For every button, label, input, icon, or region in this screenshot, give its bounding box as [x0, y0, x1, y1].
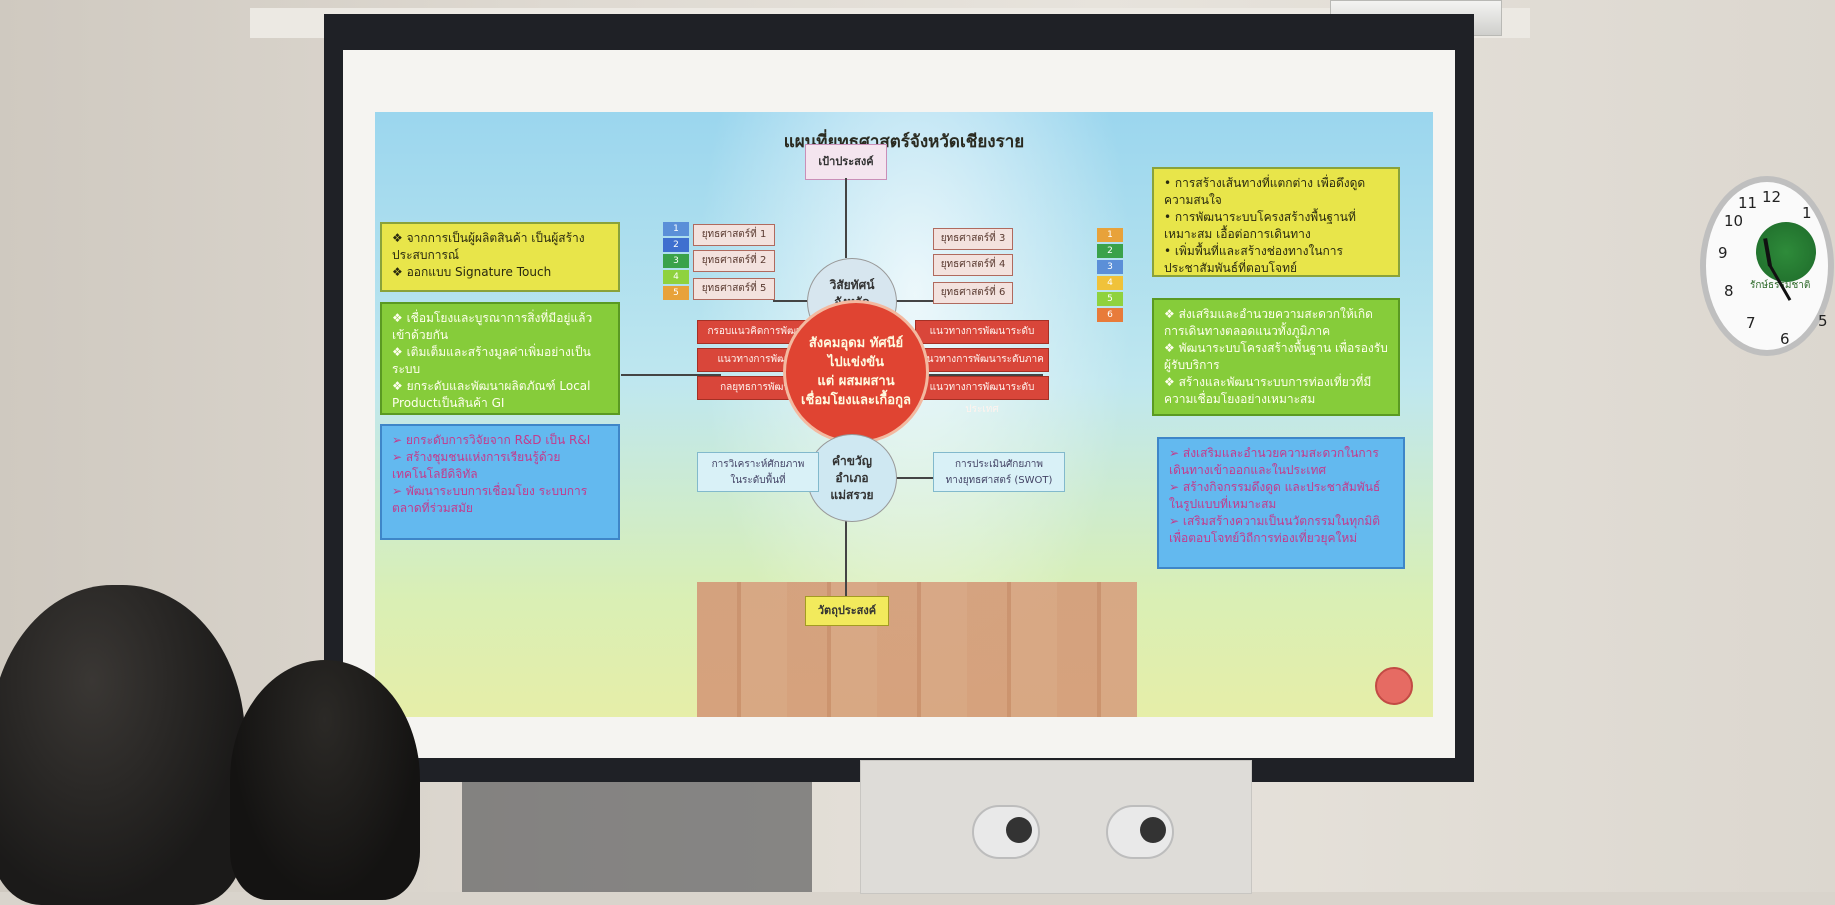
- bullet-text: ❖ จากการเป็นผู้ผลิตสินค้า เป็นผู้สร้างปร…: [392, 231, 585, 262]
- connector-line: [621, 374, 721, 376]
- number-tab: 6: [1097, 308, 1123, 322]
- clock-number: 6: [1780, 330, 1790, 348]
- bullet-text: ❖ ส่งเสริมและอำนวยความสะดวกให้เกิดการเดิ…: [1164, 307, 1373, 338]
- camera-lens: [1006, 817, 1032, 843]
- bullet-text: ➢ ยกระดับการวิจัยจาก R&D เป็น R&I: [392, 433, 591, 447]
- bullet-text: ➢ สร้างชุมชนแห่งการเรียนรู้ด้วยเทคโนโลยี…: [392, 450, 561, 481]
- connector-line: [773, 300, 807, 302]
- wall-clock: 12 1 5 6 7 8 9 10 11 รักษ์ธรรมชาติ: [1700, 176, 1834, 356]
- left-box-research: ➢ ยกระดับการวิจัยจาก R&D เป็น R&I ➢ สร้า…: [380, 424, 620, 540]
- number-tab: 5: [663, 286, 689, 300]
- number-tab: 3: [663, 254, 689, 268]
- bullet-text: ❖ เติมเต็มและสร้างมูลค่าเพิ่มอย่างเป็นระ…: [392, 345, 591, 376]
- clock-number: 12: [1762, 188, 1782, 206]
- connector-line: [845, 520, 847, 596]
- objective-label: วัตถุประสงค์: [805, 596, 889, 626]
- bullet-text: ❖ เชื่อมโยงและบูรณาการสิ่งที่มีอยู่แล้วเ…: [392, 311, 593, 342]
- number-tab: 4: [663, 270, 689, 284]
- number-tab: 4: [1097, 276, 1123, 290]
- camera-housing: [860, 760, 1252, 894]
- bullet-text: • เพิ่มพื้นที่และสร้างช่องทางในการประชาส…: [1164, 244, 1343, 275]
- clock-number: 1: [1802, 204, 1812, 222]
- motto-text: คำขวัญ อำเภอ แม่สรวย: [830, 453, 874, 502]
- camera-right: [1106, 805, 1174, 859]
- connector-line: [923, 374, 1043, 376]
- bullet-text: ➢ สร้างกิจกรรมดึงดูด และประชาสัมพันธ์ในร…: [1169, 480, 1381, 511]
- connector-line: [895, 300, 933, 302]
- bullet-text: ❖ ยกระดับและพัฒนาผลิตภัณฑ์ Local Product…: [392, 379, 591, 410]
- right-box-infrastructure: ❖ ส่งเสริมและอำนวยความสะดวกให้เกิดการเดิ…: [1152, 298, 1400, 416]
- clock-number: 8: [1724, 282, 1734, 300]
- left-box-experience: ❖ จากการเป็นผู้ผลิตสินค้า เป็นผู้สร้างปร…: [380, 222, 620, 292]
- number-tab: 5: [1097, 292, 1123, 306]
- connector-line: [845, 178, 847, 258]
- clock-number: 5: [1818, 312, 1828, 330]
- strategy-pill: ยุทธศาสตร์ที่ 1: [693, 224, 775, 246]
- bullet-text: ❖ พัฒนาระบบโครงสร้างพื้นฐาน เพื่อรองรับผ…: [1164, 341, 1388, 372]
- clock-number: 11: [1738, 194, 1758, 212]
- camera-left: [972, 805, 1040, 859]
- strategy-pill: ยุทธศาสตร์ที่ 5: [693, 278, 775, 300]
- development-tag: แนวทางการพัฒนาระดับประเทศ: [915, 376, 1049, 415]
- motto-circle: คำขวัญ อำเภอ แม่สรวย: [807, 434, 897, 522]
- area-analysis-box: การวิเคราะห์ศักยภาพ ในระดับพื้นที่: [697, 452, 819, 492]
- development-tag: แนวทางการพัฒนาระดับจังหวัด: [915, 320, 1049, 359]
- clock-number: 7: [1746, 314, 1756, 332]
- number-tab: 1: [663, 222, 689, 236]
- core-circle: สังคมอุดม ทัศนีย์ ไปแข่งขัน แต่ ผสมผสาน …: [783, 300, 929, 444]
- development-tag: แนวทางการพัฒนาระดับภาค: [915, 348, 1049, 372]
- bullet-text: ➢ เสริมสร้างความเป็นนวัตกรรมในทุกมิติเพื…: [1169, 514, 1381, 545]
- number-tab: 2: [663, 238, 689, 252]
- connector-line: [895, 477, 933, 479]
- strategy-pill: ยุทธศาสตร์ที่ 6: [933, 282, 1013, 304]
- right-box-routes: • การสร้างเส้นทางที่แตกต่าง เพื่อดึงดูดค…: [1152, 167, 1400, 277]
- bullet-text: • การพัฒนาระบบโครงสร้างพื้นฐานที่เหมาะสม…: [1164, 210, 1356, 241]
- left-box-integration: ❖ เชื่อมโยงและบูรณาการสิ่งที่มีอยู่แล้วเ…: [380, 302, 620, 415]
- bullet-text: ➢ ส่งเสริมและอำนวยความสะดวกในการเดินทางเ…: [1169, 446, 1379, 477]
- number-tab: 1: [1097, 228, 1123, 242]
- number-tab: 2: [1097, 244, 1123, 258]
- slide-title: แผนที่ยุทธศาสตร์จังหวัดเชียงราย: [783, 132, 1025, 152]
- strategy-pill: ยุทธศาสตร์ที่ 4: [933, 254, 1013, 276]
- screen-stand: [462, 782, 812, 892]
- camera-lens: [1140, 817, 1166, 843]
- strategy-pill: ยุทธศาสตร์ที่ 2: [693, 250, 775, 272]
- purpose-label: เป้าประสงค์: [805, 144, 887, 180]
- page-indicator-dot: [1375, 667, 1413, 705]
- clock-number: 10: [1724, 212, 1744, 230]
- right-box-tourism: ➢ ส่งเสริมและอำนวยความสะดวกในการเดินทางเ…: [1157, 437, 1405, 569]
- strategy-pill: ยุทธศาสตร์ที่ 3: [933, 228, 1013, 250]
- clock-number: 9: [1718, 244, 1728, 262]
- bullet-text: ❖ สร้างและพัฒนาระบบการท่องเที่ยวที่มีควา…: [1164, 375, 1372, 406]
- bullet-text: ❖ ออกแบบ Signature Touch: [392, 265, 552, 279]
- slide: แผนที่ยุทธศาสตร์จังหวัดเชียงราย เป้าประส…: [375, 112, 1433, 717]
- swot-analysis-box: การประเมินศักยภาพ ทางยุทธศาสตร์ (SWOT): [933, 452, 1065, 492]
- bullet-text: ➢ พัฒนาระบบการเชื่อมโยง ระบบการตลาดที่ร่…: [392, 484, 588, 515]
- number-tab: 3: [1097, 260, 1123, 274]
- core-text: สังคมอุดม ทัศนีย์ ไปแข่งขัน แต่ ผสมผสาน …: [801, 336, 911, 408]
- wood-floor-graphic: [697, 582, 1137, 717]
- person-head: [0, 585, 245, 905]
- bullet-text: • การสร้างเส้นทางที่แตกต่าง เพื่อดึงดูดค…: [1164, 176, 1366, 207]
- person-head: [230, 660, 420, 900]
